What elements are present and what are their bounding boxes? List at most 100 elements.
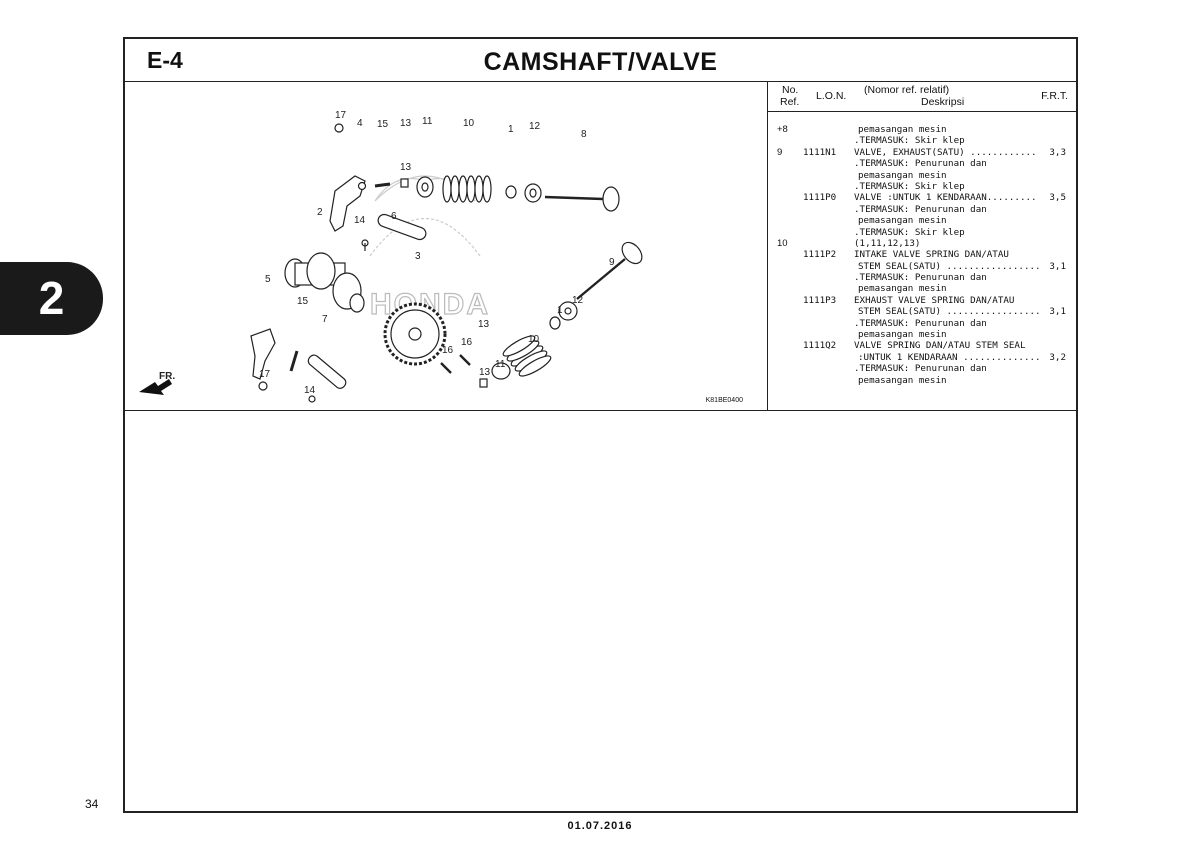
callout-6: 6 — [391, 211, 397, 222]
callout-8: 8 — [581, 129, 587, 140]
bolt-lower — [308, 395, 316, 403]
header-divider — [125, 81, 1076, 82]
table-row: .TERMASUK: Penurunan dan — [768, 158, 1076, 169]
callout-13c: 13 — [478, 319, 490, 330]
callout-13: 13 — [400, 118, 412, 129]
table-header-divider — [768, 111, 1076, 112]
callout-17: 17 — [335, 110, 347, 121]
callout-12: 12 — [529, 121, 541, 132]
tappet-nut — [400, 178, 409, 188]
callout-16b: 16 — [442, 345, 454, 356]
valve-spring-lower — [502, 335, 552, 377]
row-lon: 1111P2 — [803, 249, 837, 261]
callout-5: 5 — [265, 274, 271, 285]
row-description: EXHAUST VALVE SPRING DAN/ATAU — [854, 294, 1015, 306]
spring-retainer-hole — [421, 182, 429, 192]
row-description: pemasangan mesin — [858, 215, 947, 227]
row-description: (1,11,12,13) — [854, 237, 921, 249]
table-row: .TERMASUK: Skir klep — [768, 181, 1076, 192]
row-description: VALVE, EXHAUST(SATU) ............ — [854, 146, 1037, 158]
callout-16: 16 — [461, 337, 473, 348]
table-row: pemasangan mesin — [768, 215, 1076, 226]
row-description: pemasangan mesin — [858, 169, 947, 181]
table-row: .TERMASUK: Penurunan dan — [768, 363, 1076, 374]
row-frt: 3,1 — [1049, 306, 1066, 318]
row-description: .TERMASUK: Skir klep — [854, 226, 965, 238]
issue-date: 01.07.2016 — [567, 820, 633, 832]
callout-12b: 12 — [572, 295, 584, 306]
valve-spring-upper — [442, 175, 492, 203]
table-row: .TERMASUK: Skir klep — [768, 135, 1076, 146]
table-row: pemasangan mesin — [768, 283, 1076, 294]
row-description: STEM SEAL(SATU) ................. — [858, 306, 1041, 318]
page-number: 34 — [85, 797, 99, 811]
callout-14b: 14 — [304, 385, 316, 396]
table-row: .TERMASUK: Skir klep — [768, 227, 1076, 238]
row-description: .TERMASUK: Penurunan dan — [854, 203, 987, 215]
stem-seal-upper — [505, 185, 517, 199]
table-row: STEM SEAL(SATU) ................. 3,1 — [768, 306, 1076, 317]
row-description: INTAKE VALVE SPRING DAN/ATAU — [854, 249, 1009, 261]
callout-15: 15 — [377, 119, 389, 130]
header-nomor: (Nomor ref. relatif) — [864, 84, 950, 96]
row-description: .TERMASUK: Skir klep — [854, 135, 965, 147]
diagram-code: K81BE0400 — [705, 397, 743, 404]
callout-17b: 17 — [259, 369, 271, 380]
sprocket-bolt-1 — [440, 362, 452, 374]
section-code: E-4 — [147, 47, 183, 73]
row-description: :UNTUK 1 KENDARAAN .............. — [858, 351, 1041, 363]
rocker-shaft-upper — [377, 213, 427, 241]
page-frame: E-4 CAMSHAFT/VALVE HONDA — [123, 37, 1078, 813]
callout-10: 10 — [463, 118, 475, 129]
callout-13b: 13 — [400, 162, 412, 173]
adjusting-screw-lower — [289, 350, 299, 372]
rocker-arm-lower — [250, 328, 276, 380]
washer-lower — [258, 381, 268, 391]
callout-3: 3 — [415, 251, 421, 262]
table-row: .TERMASUK: Penurunan dan — [768, 272, 1076, 283]
header-no: No. — [782, 84, 799, 96]
callout-14: 14 — [354, 215, 366, 226]
table-row: pemasangan mesin — [768, 375, 1076, 386]
table-row: .TERMASUK: Penurunan dan — [768, 204, 1076, 215]
page-title: CAMSHAFT/VALVE — [483, 48, 718, 76]
tappet-nut-lower — [479, 378, 488, 388]
row-description: pemasangan mesin — [858, 329, 947, 341]
exhaust-valve-stem — [576, 258, 626, 300]
callout-1: 1 — [508, 124, 514, 135]
row-description: pemasangan mesin — [858, 283, 947, 295]
camshaft — [284, 252, 365, 313]
header-lon: L.O.N. — [816, 90, 847, 102]
row-ref: +8 — [777, 124, 788, 135]
intake-valve-head — [602, 186, 620, 212]
row-description: VALVE :UNTUK 1 KENDARAAN......... — [854, 192, 1037, 204]
header-ref: Ref. — [780, 96, 800, 108]
stem-seal-lower — [549, 316, 561, 330]
callout-13d: 13 — [479, 367, 491, 378]
row-description: .TERMASUK: Penurunan dan — [854, 158, 987, 170]
table-row: +8 pemasangan mesin — [768, 124, 1076, 135]
table-row: :UNTUK 1 KENDARAAN ..............3,2 — [768, 352, 1076, 363]
row-description: STEM SEAL(SATU) ................. — [858, 260, 1041, 272]
row-description: pemasangan mesin — [858, 374, 947, 386]
row-frt: 3,5 — [1049, 192, 1066, 204]
row-lon: 1111P3 — [803, 294, 837, 306]
table-row: 1111P2 INTAKE VALVE SPRING DAN/ATAU — [768, 249, 1076, 260]
fr-label: FR. — [159, 371, 175, 382]
callout-11: 11 — [422, 116, 433, 127]
header-frt: F.R.T. — [1041, 90, 1068, 102]
row-description: .TERMASUK: Penurunan dan — [854, 317, 987, 329]
cam-sprocket — [383, 302, 447, 366]
table-row: 9 1111N1 VALVE, EXHAUST(SATU) ............… — [768, 147, 1076, 158]
table-row: 10 (1,11,12,13) — [768, 238, 1076, 249]
chapter-tab: 2 — [0, 262, 103, 335]
sprocket-bolt-2 — [459, 354, 471, 366]
row-description: pemasangan mesin — [858, 124, 947, 135]
row-lon: 1111P0 — [803, 192, 837, 204]
exhaust-valve-head — [621, 241, 643, 265]
row-ref: 10 — [777, 237, 788, 249]
row-lon: 1111N1 — [803, 146, 837, 158]
row-ref: 9 — [777, 146, 783, 158]
spring-retainer-lower — [491, 362, 511, 380]
callout-labels: 17 4 15 13 11 10 1 12 8 13 6 14 2 3 9 5 … — [259, 110, 615, 396]
